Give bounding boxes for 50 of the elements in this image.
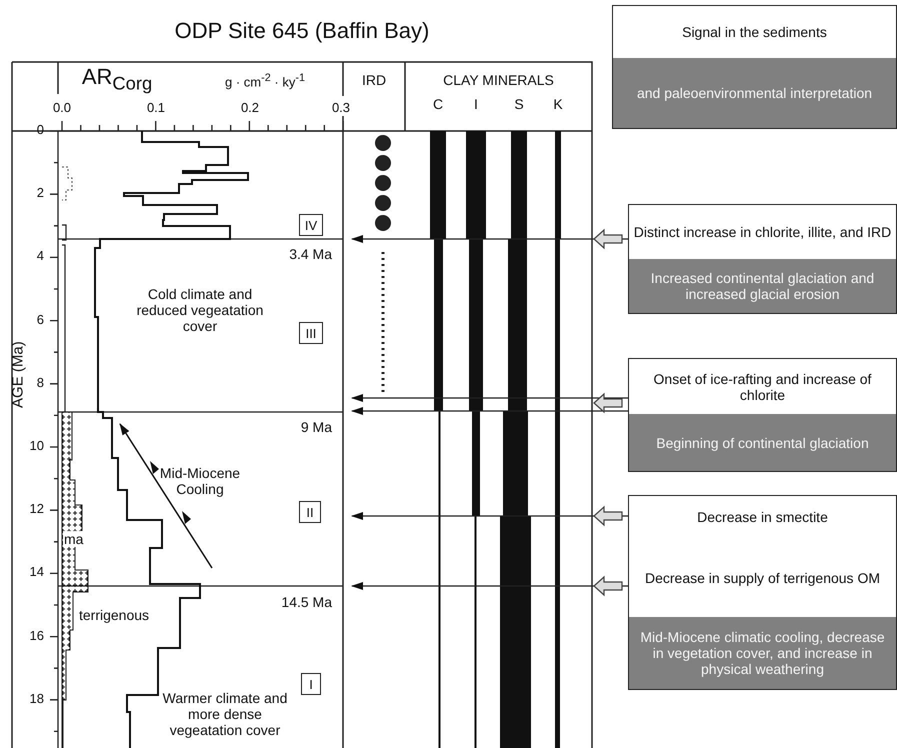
axis-title: AGE (Ma): [9, 340, 27, 410]
band-label: terrigenous: [78, 607, 150, 624]
interpretation-text: Beginning of continental glaciation: [656, 434, 869, 450]
interpretation-text: and paleoenvironmental interpretation: [636, 85, 872, 101]
signal-text: Distinct increase in chlorite, illite, and IRD: [634, 224, 892, 240]
signal-text: Onset of ice-rafting and increase of chlorite: [652, 370, 872, 402]
age-label: 3.4 Ma: [288, 246, 332, 262]
stage-box: III: [299, 322, 323, 344]
period-description: Cold climate and reduced vegeatation cover: [136, 286, 264, 334]
column-header: K: [552, 96, 564, 112]
tick-label: 2: [36, 186, 44, 202]
column-header: C: [432, 96, 444, 112]
column-header: I: [473, 96, 479, 112]
period-description: Mid-Miocene Cooling: [158, 465, 242, 498]
interpretation-box: [628, 358, 897, 472]
stage-box: II: [299, 501, 321, 523]
age-label: 9 Ma: [300, 419, 332, 436]
tick-label: 0.1: [146, 101, 166, 116]
unit-label: g · cm$^{-2}$ · ky$^{-1}$: [224, 72, 306, 90]
arrow: [351, 394, 628, 402]
interpretation-text: Mid-Miocene climatic cooling, decrease in vegetation cover, and increase in physical weathering: [639, 629, 886, 677]
age-label: 14.5 Ma: [280, 594, 332, 610]
interpretation-box: [628, 204, 897, 314]
tick-label: 0.3: [330, 101, 352, 116]
column-header: CLAY MINERALS: [442, 72, 555, 88]
tick-label: 4: [36, 249, 44, 264]
tick-label: 18: [28, 692, 44, 707]
stage-box: IV: [299, 214, 323, 236]
interpretation-text: Increased continental glaciation and increased glacial erosion: [650, 270, 876, 302]
stage-box: I: [301, 673, 321, 695]
tick-label: 14: [28, 565, 44, 580]
tick-label: 6: [36, 312, 44, 328]
tick-label: 8: [36, 376, 44, 391]
signal-text: Decrease in supply of terrigenous OM: [645, 570, 880, 586]
signal-text: Signal in the sediments: [682, 24, 827, 40]
signal-text: Decrease in smectite: [697, 509, 828, 525]
tick-label: 16: [28, 628, 44, 644]
tick-label: 0.0: [52, 101, 72, 116]
tick-label: 10: [28, 439, 44, 454]
title: ODP Site 645 (Baffin Bay): [174, 18, 430, 44]
band-label: ma: [63, 531, 84, 548]
column-header: IRD: [360, 72, 388, 88]
axis-title: AR$_{Corg}$: [80, 64, 154, 94]
column-header: S: [513, 96, 525, 112]
arrow: [351, 407, 628, 415]
interpretation-box: [612, 5, 897, 129]
period-description: Warmer climate and more dense vegeatation cover: [162, 690, 288, 738]
tick-label: 12: [28, 502, 44, 518]
tick-label: 0.2: [240, 101, 260, 116]
interpretation-box: [628, 495, 897, 690]
